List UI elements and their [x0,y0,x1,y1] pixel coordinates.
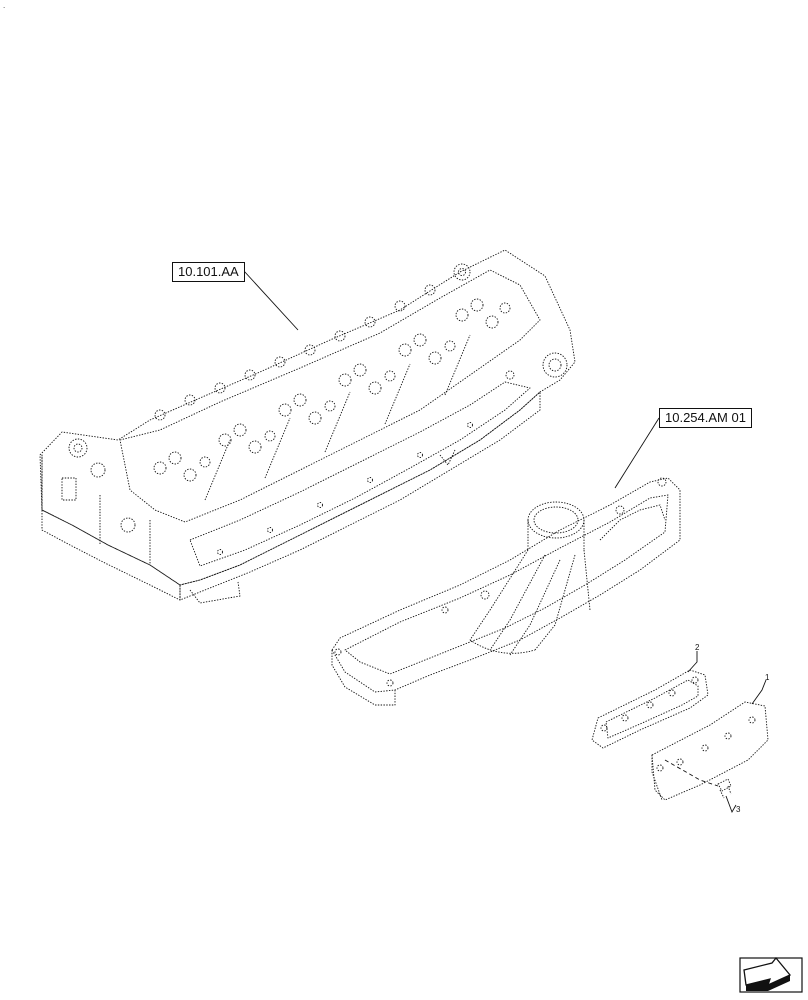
cylinder-head [39,249,576,604]
leader-item2 [687,651,698,673]
callout-item-2: 2 [695,643,700,652]
leader-manifold [614,417,660,489]
leader-head [243,270,299,331]
intake-manifold [331,477,681,706]
callout-item-3: 3 [736,805,741,814]
corner-mark: . [3,1,6,10]
callout-item-1: 1 [765,673,770,682]
ref-label-intake-manifold[interactable]: 10.254.AM 01 [659,408,752,428]
alignment-line [664,759,719,787]
next-page-arrow-icon[interactable] [739,956,803,993]
leader-item3 [725,795,737,814]
ref-label-cylinder-head[interactable]: 10.101.AA [172,262,245,282]
leader-item1 [751,679,767,705]
bolt [717,778,732,799]
cover-plate [651,701,769,801]
manifold-gasket [591,669,709,749]
